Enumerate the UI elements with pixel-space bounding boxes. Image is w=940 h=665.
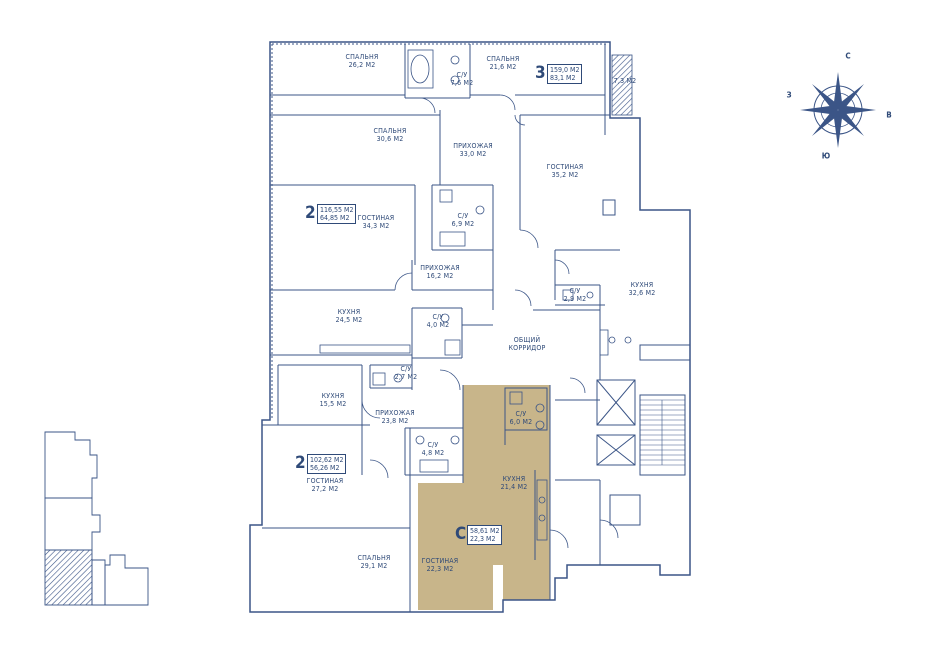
apartment-number: С (455, 524, 467, 544)
compass-west-label: З (786, 90, 792, 100)
compass-south-label: Ю (821, 151, 831, 161)
apartment-number: 3 (535, 63, 546, 83)
compass-east-label: В (886, 110, 892, 120)
compass-north-label: С (845, 51, 851, 61)
studio-highlight[interactable] (418, 385, 550, 610)
key-plan (44, 431, 149, 606)
apartment-number: 2 (305, 203, 316, 223)
outer-wall (249, 41, 691, 613)
compass-rose (800, 72, 876, 148)
apartment-number: 2 (295, 453, 306, 473)
room-label: 7,3 М2 (613, 77, 637, 85)
